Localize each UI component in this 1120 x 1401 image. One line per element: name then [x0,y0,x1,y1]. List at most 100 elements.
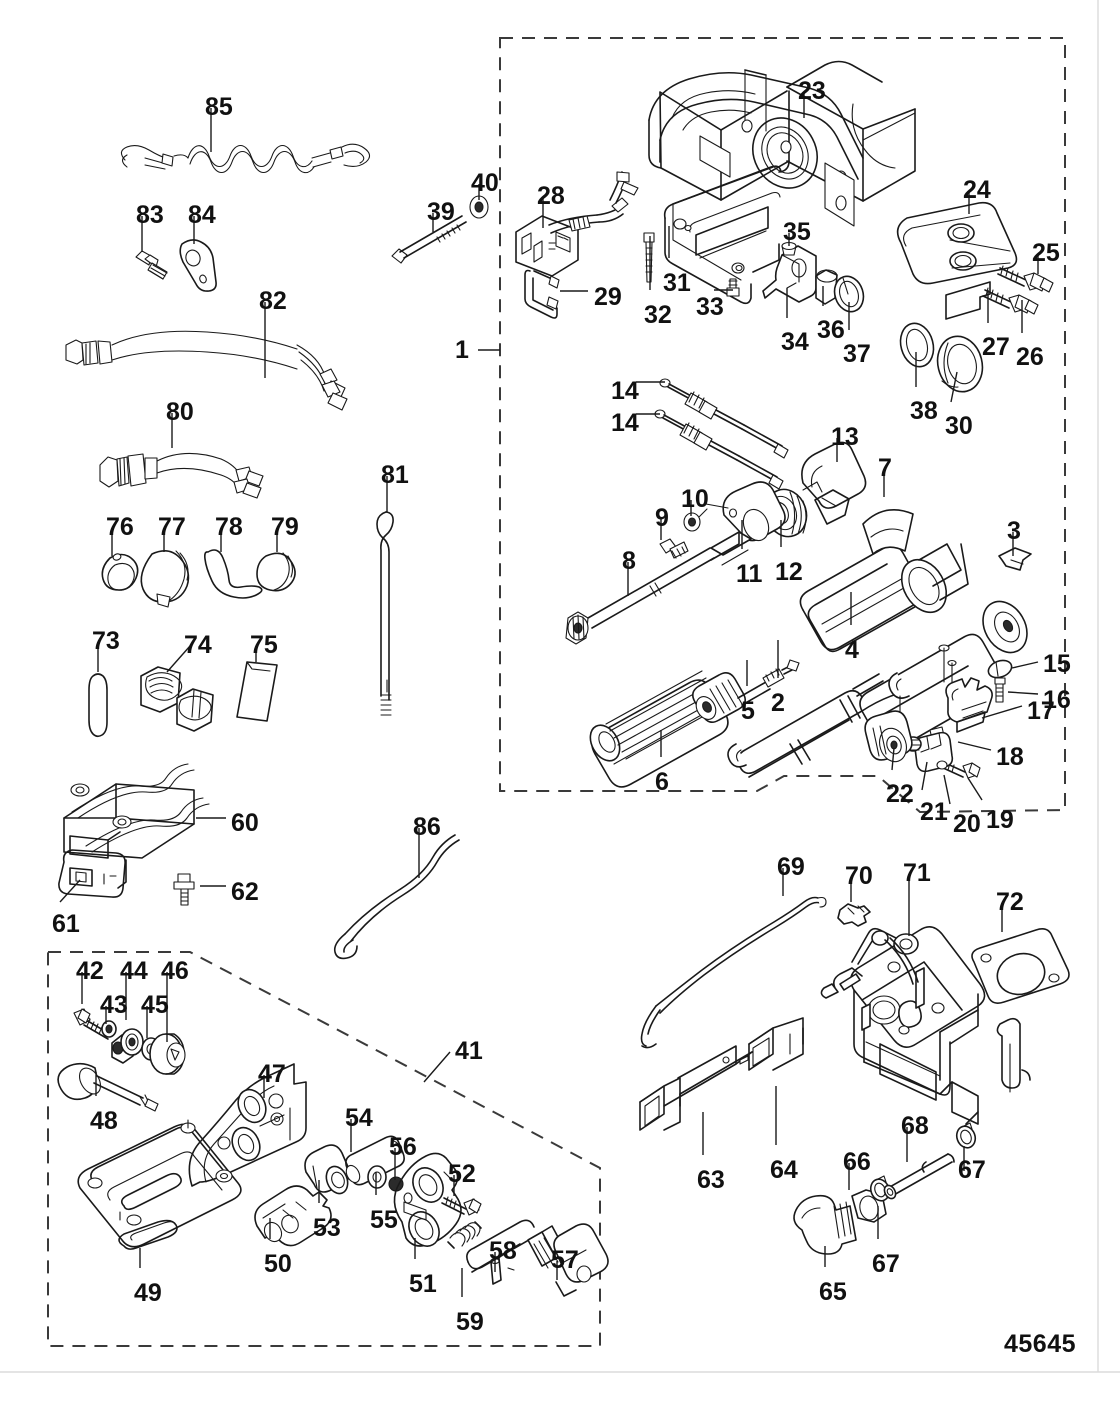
callout-number-63: 63 [697,1166,725,1194]
part-29-retainer-clip [524,269,560,319]
part-82-wire-harness [65,330,348,411]
part-51-throttle-bracket [393,1152,462,1247]
callout-number-62: 62 [231,878,259,906]
callout-number-19: 19 [986,806,1014,834]
callout-number-65: 65 [819,1278,847,1306]
callout-number-37: 37 [843,340,871,368]
part-46-friction-wheel [149,1033,186,1075]
callout-number-82: 82 [259,287,287,315]
part-84-anchor-bracket [179,239,217,292]
leader-line-20 [943,774,951,805]
part-24-steering-arm [896,201,1018,285]
callout-number-74: 74 [184,631,212,659]
callout-number-9: 9 [655,504,669,532]
part-7-tube-cover [862,508,914,555]
part-80-stop-switch [99,452,264,499]
callout-number-34: 34 [781,328,809,356]
part-43-spacer [101,1020,117,1038]
callout-number-30: 30 [945,412,973,440]
part-4-throttle-tube [799,543,969,653]
callout-number-69: 69 [777,853,805,881]
part-67-hose-clamp-b [955,1122,977,1149]
part-31-handle-lower-cover [663,165,782,305]
part-30-split-bushing [936,335,984,393]
part-60-ignition-module [63,763,210,859]
callout-number-20: 20 [953,810,981,838]
part-47-steering-bracket [188,1063,307,1187]
callout-number-47: 47 [258,1060,286,1088]
leader-line-74 [166,645,191,673]
part-44-bushing [111,1028,144,1064]
callout-number-73: 73 [92,627,120,655]
dashed-group-tiller-handle [499,37,1066,814]
part-69-choke-link-rod [640,896,827,1049]
part-15-cable-clip [987,659,1013,679]
part-78-tiller-hook [204,549,263,599]
callout-number-33: 33 [696,293,724,321]
callout-number-40: 40 [471,169,499,197]
callout-number-46: 46 [161,957,189,985]
part-36-bushing [815,269,838,305]
part-13-cable-retainer [801,441,867,525]
callout-number-13: 13 [831,423,859,451]
leader-line-61 [59,879,81,903]
part-85-lanyard [120,143,371,174]
leader-line-19 [967,777,983,801]
part-lower-housing [77,1119,242,1248]
callout-number-66: 66 [843,1148,871,1176]
callout-number-4: 4 [845,636,859,664]
callout-number-67: 67 [872,1250,900,1278]
callout-number-64: 64 [770,1156,798,1184]
part-72-intake-gasket [971,928,1070,1004]
callout-number-7: 7 [878,454,892,482]
callout-number-23: 23 [798,77,826,105]
callout-number-10: 10 [681,485,709,513]
callout-number-24: 24 [963,176,991,204]
part-48-pivot-bolt [57,1062,159,1112]
callout-number-14: 14 [611,409,639,437]
part-73-gasket-strip [88,673,108,738]
callout-number-57: 57 [551,1246,579,1274]
callout-number-39: 39 [427,198,455,226]
part-65-fuel-fitting [793,1194,857,1255]
part-39-long-bolt [391,215,467,264]
part-19-bolt [940,760,981,779]
leader-line-15 [1011,661,1039,669]
callout-number-58: 58 [489,1237,517,1265]
leader-line-41 [423,1051,451,1083]
part-40-washer [469,195,489,219]
part-35-grommet [781,241,797,256]
part-59-spring [447,1221,482,1249]
callout-number-76: 76 [106,513,134,541]
leader-line-21 [921,761,928,791]
part-77-throttle-grip-cap [140,550,190,608]
callout-number-26: 26 [1016,343,1044,371]
part-23-tiller-handle-housing [648,60,916,227]
callout-number-78: 78 [215,513,243,541]
callout-number-49: 49 [134,1279,162,1307]
part-86-link-rod [333,834,460,960]
callout-number-70: 70 [845,862,873,890]
callout-number-48: 48 [90,1107,118,1135]
callout-number-8: 8 [622,547,636,575]
part-9-screw [659,538,689,559]
callout-number-59: 59 [456,1308,484,1336]
part-62-bolt [173,873,195,906]
callout-number-56: 56 [389,1133,417,1161]
callout-number-25: 25 [1032,239,1060,267]
callout-number-3: 3 [1007,517,1021,545]
callout-number-42: 42 [76,957,104,985]
part-57-shift-shaft [466,1219,609,1297]
callout-number-22: 22 [886,780,914,808]
leader-line-16 [1007,691,1039,695]
callout-number-79: 79 [271,513,299,541]
part-76-cable-clamp [101,553,139,591]
part-3-tube-key [998,547,1032,571]
part-33-screw [726,278,740,297]
part-68-fuel-hose [883,1153,955,1200]
callout-number-18: 18 [996,743,1024,771]
part-38-thrust-washer [899,322,935,368]
callout-number-16: 16 [1043,686,1071,714]
callout-number-84: 84 [188,201,216,229]
